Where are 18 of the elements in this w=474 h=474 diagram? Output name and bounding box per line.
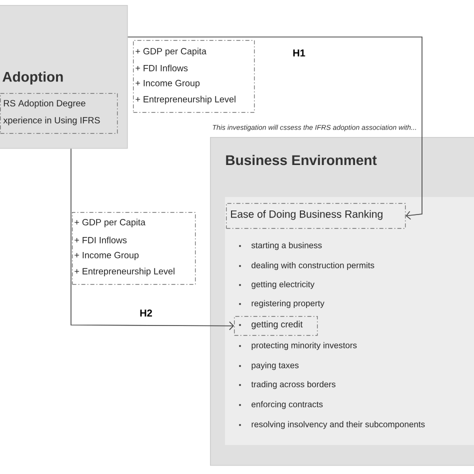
edge-label: H2: [140, 310, 152, 316]
moderator-box: + GDP per Capita + FDI Inflows + Income Group + Entrepreneurship Level: [133, 40, 255, 113]
variable-box: getting credit: [234, 316, 318, 336]
arrow: [70, 148, 234, 330]
list-item: getting electricity: [239, 281, 314, 289]
list-item: resolving insolvency and their subcomponents: [239, 421, 425, 429]
list-item: starting a business: [239, 242, 322, 250]
variable-box: RS Adoption Degree xperience in Using IFRS: [0, 93, 118, 134]
list-item: protecting minority investors: [239, 342, 357, 350]
arrow: [127, 36, 422, 220]
list-item: enforcing contracts: [239, 401, 323, 409]
list-item: trading across borders: [239, 381, 336, 389]
variable-box: Ease of Doing Business Ranking: [226, 203, 406, 229]
list-item: registering property: [239, 300, 324, 308]
list-item: paying taxes: [239, 362, 299, 370]
list-item: dealing with construction permits: [239, 262, 374, 270]
edge-label: H1: [293, 50, 306, 56]
moderator-box: + GDP per Capita + FDI Inflows + Income Group + Entrepreneurship Level: [72, 212, 196, 285]
